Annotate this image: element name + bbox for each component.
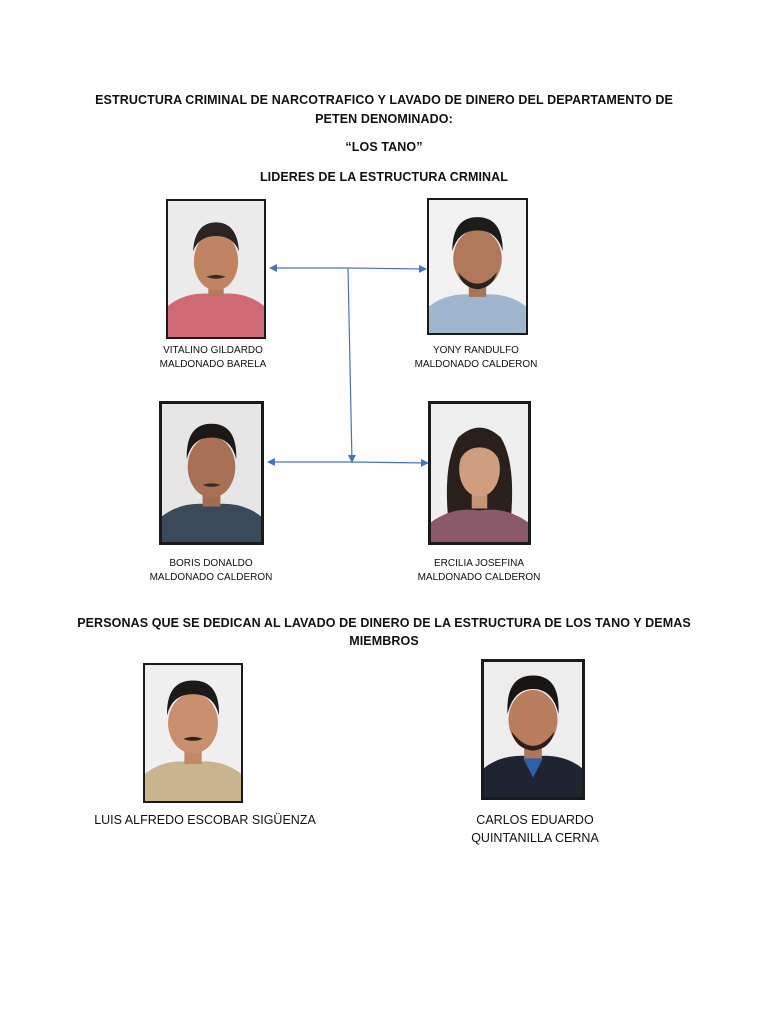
connector-vertical-arrow	[347, 267, 356, 463]
document-title-line-1: ESTRUCTURA CRIMINAL DE NARCOTRAFICO Y LA…	[95, 93, 673, 107]
member-caption-1: LUIS ALFREDO ESCOBAR SIGÜENZA	[85, 811, 325, 829]
leader-caption-4: ERCILIA JOSEFINA MALDONADO CALDERON	[389, 557, 569, 585]
member-caption-2: CARLOS EDUARDO QUINTANILLA CERNA	[415, 811, 655, 847]
leader-photo-1	[166, 199, 266, 339]
leader-photo-2	[427, 198, 528, 335]
leader-1-name-line-1: VITALINO GILDARDO	[163, 345, 263, 356]
leader-4-name-line-1: ERCILIA JOSEFINA	[433, 558, 525, 569]
laundering-heading-line-1: PERSONAS QUE SE DEDICAN AL LAVADO DE DIN…	[77, 616, 691, 630]
leaders-heading: LIDERES DE LA ESTRUCTURA CRMINAL	[259, 170, 509, 184]
member-photo-1	[143, 663, 243, 803]
leader-caption-2: YONY RANDULFO MALDONADO CALDERON	[386, 344, 566, 372]
leader-photo-4	[428, 401, 531, 545]
leader-1-name-line-2: MALDONADO BARELA	[159, 359, 267, 370]
leader-photo-3	[159, 401, 264, 545]
laundering-heading-line-2: MIEMBROS	[349, 634, 419, 648]
connector-bottom-right-arrow	[351, 458, 429, 467]
leader-2-name-line-1: YONY RANDULFO	[433, 345, 519, 356]
leader-3-name-line-2: MALDONADO CALDERON	[149, 572, 273, 583]
member-2-name-line-2: QUINTANILLA CERNA	[471, 831, 599, 845]
leader-2-name-line-2: MALDONADO CALDERON	[414, 359, 538, 370]
group-name: “LOS TANO”	[345, 140, 423, 154]
member-2-name-line-1: CARLOS EDUARDO	[476, 813, 594, 827]
leader-caption-3: BORIS DONALDO MALDONADO CALDERON	[121, 557, 301, 585]
leader-3-name-line-1: BORIS DONALDO	[169, 558, 253, 569]
connector-top-right-arrow	[347, 264, 427, 273]
member-1-name-line-1: LUIS ALFREDO ESCOBAR SIGÜENZA	[94, 813, 316, 827]
leader-caption-1: VITALINO GILDARDO MALDONADO BARELA	[123, 344, 303, 372]
leader-4-name-line-2: MALDONADO CALDERON	[417, 572, 541, 583]
document-title-line-2: PETEN DENOMINADO:	[315, 112, 453, 126]
member-photo-2	[481, 659, 585, 800]
